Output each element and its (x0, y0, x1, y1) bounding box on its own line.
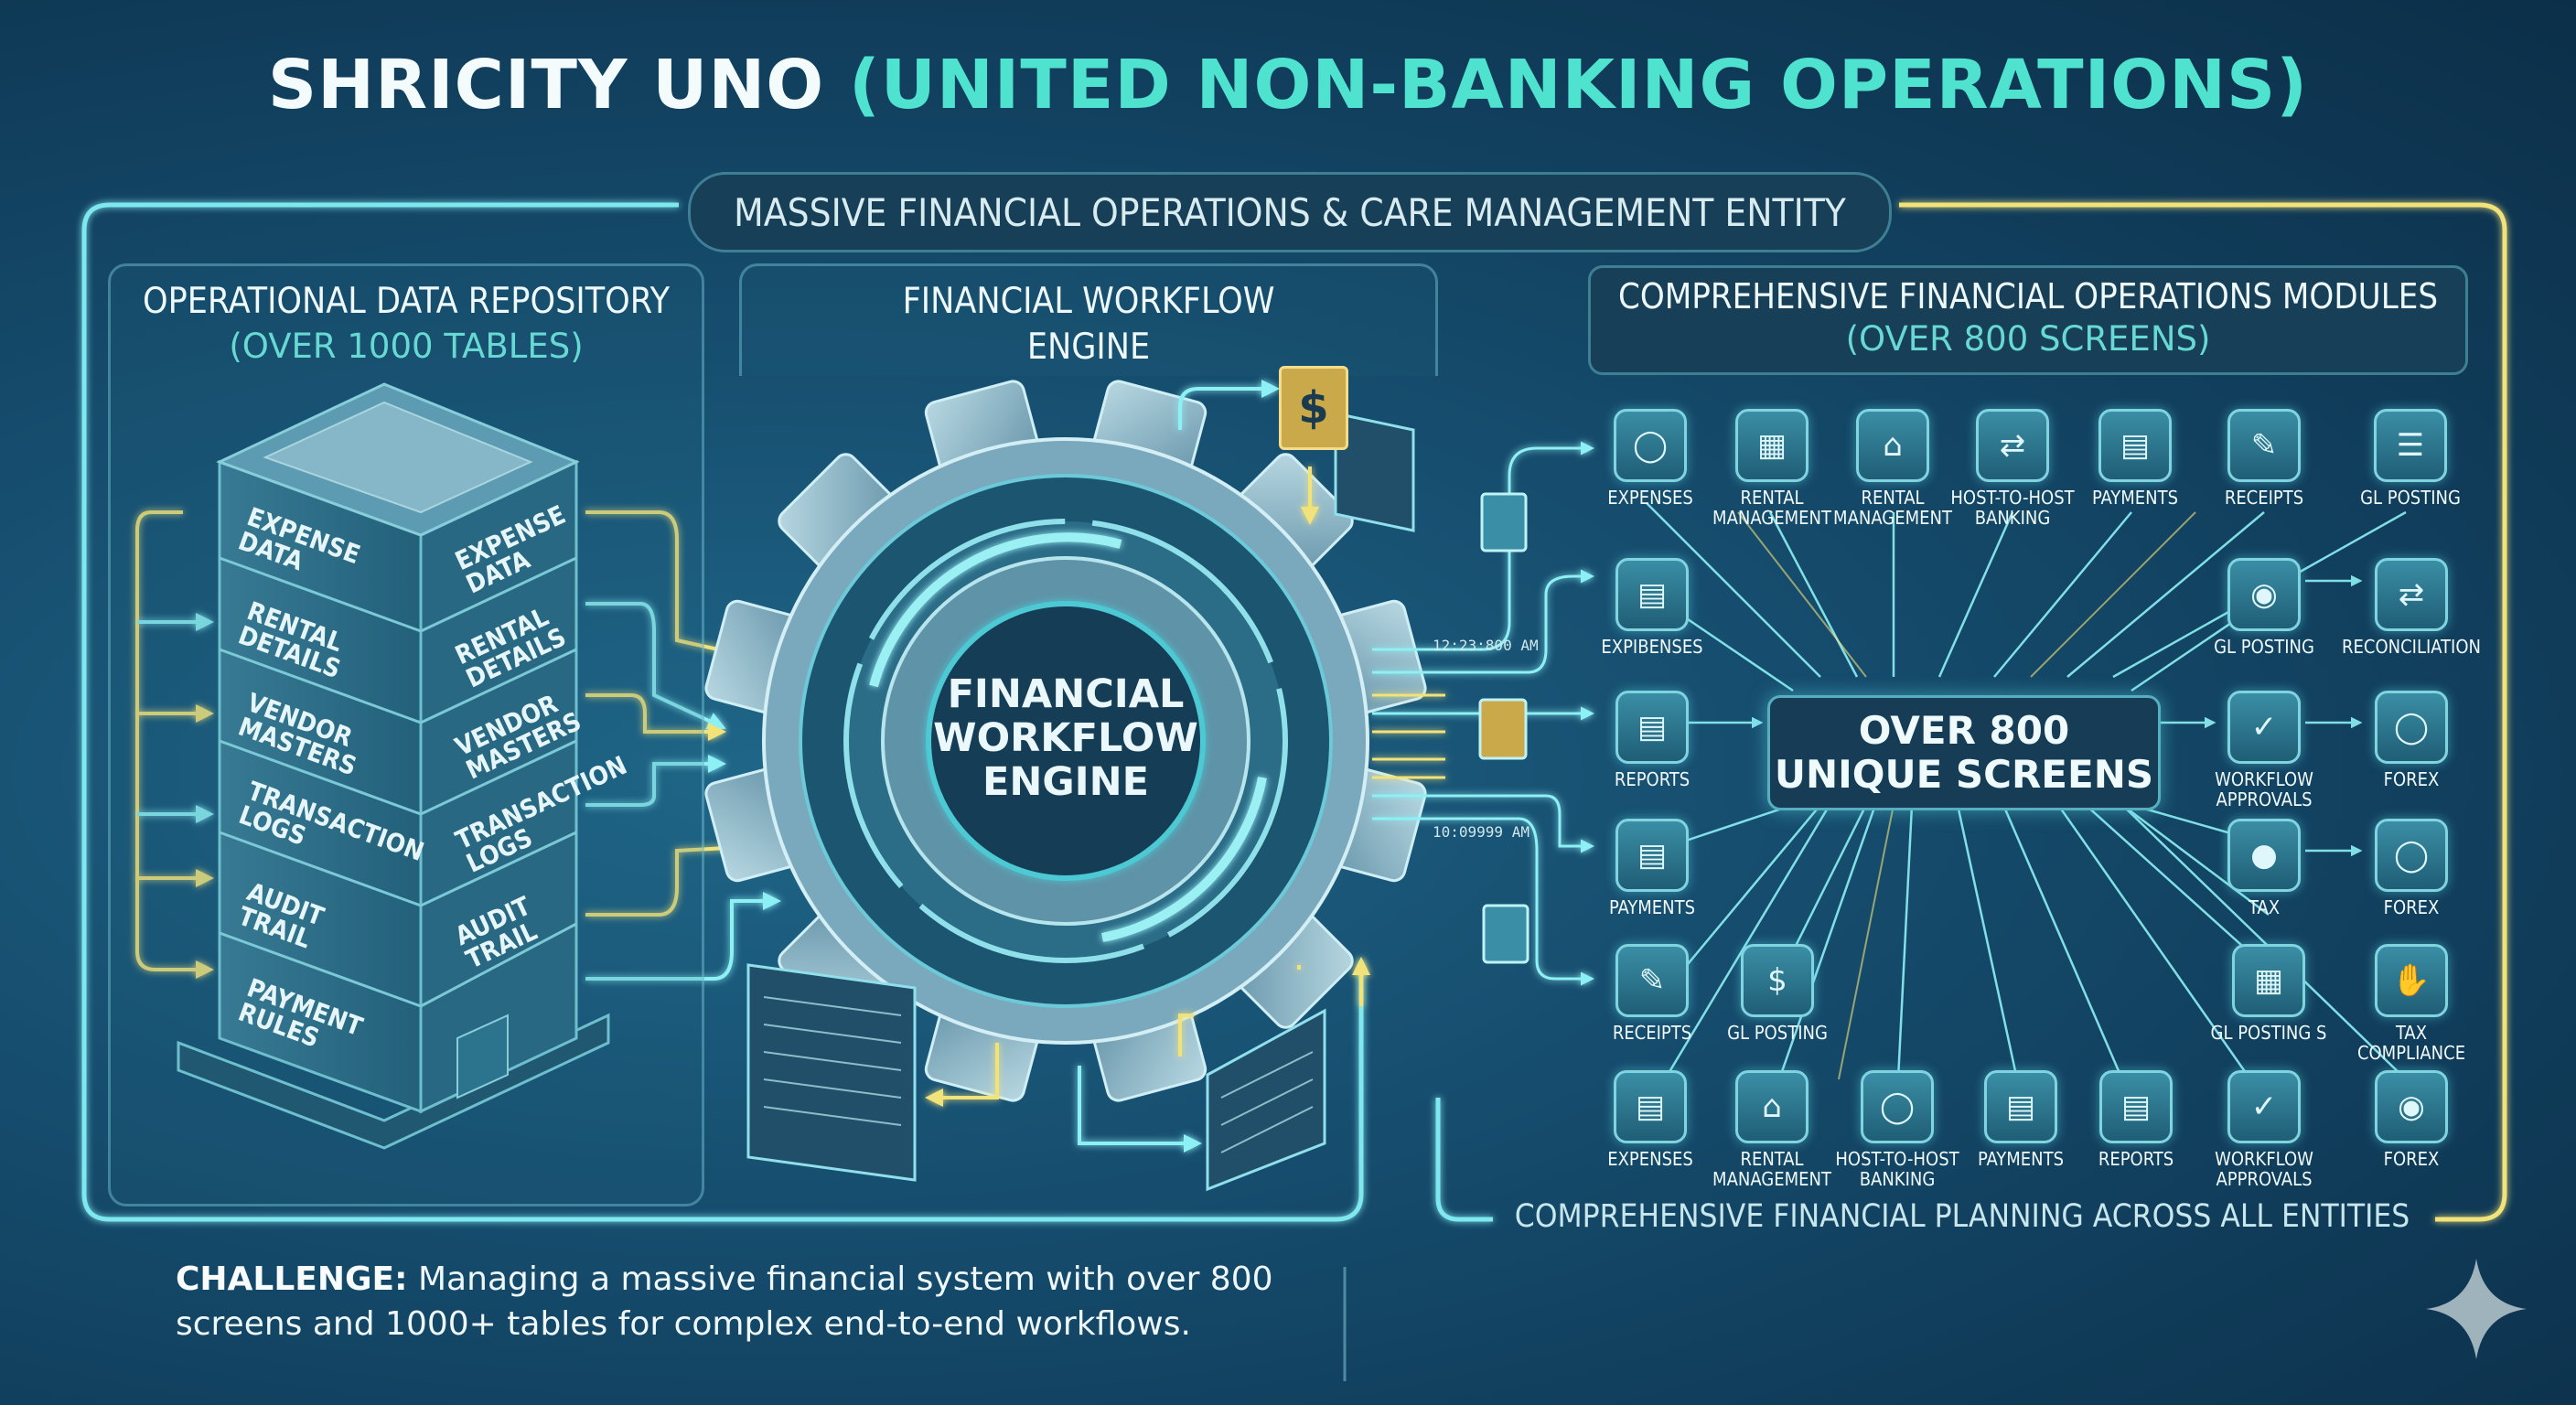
module-gl-posting-right-2[interactable]: ▦ GL POSTING S (2205, 944, 2333, 1043)
page-title: SHRICITY UNO (UNITED NON-BANKING OPERATI… (0, 46, 2576, 124)
repository-title: OPERATIONAL DATA REPOSITORY (142, 281, 671, 322)
module-payments[interactable]: ▤ PAYMENTS (2084, 409, 2186, 508)
module-expenses-bottom[interactable]: ▤ EXPENSES (1603, 1070, 1698, 1169)
module-reports-left[interactable]: ▤ REPORTS (1599, 691, 1705, 789)
module-workflow-approvals[interactable]: ✓ WORKFLOW APPROVALS (2205, 691, 2324, 810)
challenge-label: CHALLENGE: (176, 1260, 408, 1298)
hub-line2: UNIQUE SCREENS (1774, 752, 2154, 797)
bar-chart-icon: ▤ (2099, 1070, 2173, 1143)
module-gl-posting-right-1[interactable]: ◉ GL POSTING (2205, 558, 2324, 657)
banknote-icon: ▤ (2098, 409, 2172, 482)
gear-center-label: FINANCIAL WORKFLOW ENGINE (928, 672, 1203, 804)
timestamp-2: 10:09999 AM (1433, 823, 1530, 841)
calendar-icon: ▦ (2232, 944, 2305, 1017)
challenge-text: CHALLENGE: Managing a massive financial … (176, 1257, 1328, 1346)
module-expenses-left[interactable]: ▤ EXPIBENSES (1599, 558, 1705, 657)
currency-network-icon: ◉ (2375, 1070, 2448, 1143)
compliance-hand-icon: ✋ (2375, 944, 2448, 1017)
cash-icon: ▤ (1615, 819, 1689, 892)
module-rental-management-1[interactable]: ▦ RENTAL MANAGEMENT (1712, 409, 1831, 528)
module-workflow-approvals-bottom[interactable]: ✓ WORKFLOW APPROVALS (2205, 1070, 2324, 1189)
phone-payment-icon: ▤ (1984, 1070, 2057, 1143)
engine-title: FINANCIAL WORKFLOW ENGINE (902, 281, 1275, 368)
tax-icon: ● (2227, 819, 2301, 892)
module-host-to-host-banking-bottom[interactable]: ◯ HOST-TO-HOST BANKING (1833, 1070, 1961, 1189)
hub-line1: OVER 800 (1858, 708, 2070, 753)
ledger-dollar-icon: $ (1741, 944, 1814, 1017)
repository-subtitle: (OVER 1000 TABLES) (229, 327, 584, 366)
certificate-icon: ✎ (1615, 944, 1689, 1017)
module-expenses[interactable]: ◯ EXPENSES (1603, 409, 1698, 508)
module-host-to-host-banking[interactable]: ⇄ HOST-TO-HOST BANKING (1948, 409, 2077, 528)
modules-subtitle: (OVER 800 SCREENS) (1845, 319, 2211, 359)
module-rental-management-2[interactable]: ⌂ RENTAL MANAGEMENT (1833, 409, 1952, 528)
repository-panel: OPERATIONAL DATA REPOSITORY (OVER 1000 T… (108, 263, 704, 1207)
globe-icon: ◯ (2375, 819, 2448, 892)
document-icons (1478, 492, 1530, 964)
building-icon: ▦ (1735, 409, 1809, 482)
exchange-arrows-icon: ⇄ (1976, 409, 2049, 482)
gear-label-line1: FINANCIAL (947, 671, 1185, 717)
unique-screens-hub: OVER 800 UNIQUE SCREENS (1767, 695, 2161, 810)
module-payments-bottom[interactable]: ▤ PAYMENTS (1970, 1070, 2071, 1169)
module-payments-left[interactable]: ▤ PAYMENTS (1599, 819, 1705, 917)
module-reconciliation[interactable]: ⇄ RECONCILIATION (2338, 558, 2485, 657)
title-main: SHRICITY UNO (267, 46, 825, 124)
module-forex-1[interactable]: ◯ FOREX (2356, 691, 2466, 789)
module-forex-2[interactable]: ◯ FOREX (2356, 819, 2466, 917)
clipboard-check-icon: ✓ (2227, 1070, 2301, 1143)
data-tower (177, 382, 610, 1150)
house-dollar-icon: ⌂ (1735, 1070, 1809, 1143)
planning-caption: COMPREHENSIVE FINANCIAL PLANNING ACROSS … (1514, 1198, 2410, 1235)
modules-header: COMPREHENSIVE FINANCIAL OPERATIONS MODUL… (1588, 265, 2468, 375)
module-reports-bottom[interactable]: ▤ REPORTS (2086, 1070, 2186, 1169)
timestamp-1: 12:23:800 AM (1433, 637, 1539, 654)
network-icon: ◉ (2227, 558, 2301, 631)
challenge-body: Managing a massive financial system with… (176, 1260, 1273, 1343)
module-rental-management-bottom[interactable]: ⌂ RENTAL MANAGEMENT (1712, 1070, 1831, 1189)
expense-form-icon: ▤ (1615, 558, 1689, 631)
title-highlight: (UNITED NON-BANKING OPERATIONS) (848, 46, 2309, 124)
checkbox-icon: ✓ (2227, 691, 2301, 764)
module-receipts[interactable]: ✎ RECEIPTS (2214, 409, 2314, 508)
engine-panel: FINANCIAL WORKFLOW ENGINE (739, 263, 1438, 376)
module-gl-posting-mid[interactable]: $ GL POSTING (1720, 944, 1835, 1043)
globe-exchange-icon: ◯ (2375, 691, 2448, 764)
gear-label-line2: WORKFLOW (933, 715, 1198, 761)
gear-label-line3: ENGINE (982, 759, 1149, 805)
module-receipts-left[interactable]: ✎ RECEIPTS (1599, 944, 1705, 1043)
expense-card-icon: ▤ (1614, 1070, 1687, 1143)
report-chart-icon: ▤ (1615, 691, 1689, 764)
module-tax[interactable]: ● TAX (2205, 819, 2324, 917)
receipt-icon: ✎ (2227, 409, 2301, 482)
module-gl-posting-top[interactable]: ☰ GL POSTING (2351, 409, 2470, 508)
modules-title: COMPREHENSIVE FINANCIAL OPERATIONS MODUL… (1617, 276, 2439, 316)
house-icon: ⌂ (1856, 409, 1929, 482)
module-forex-bottom[interactable]: ◉ FOREX (2356, 1070, 2466, 1169)
sparkle-icon (2426, 1259, 2527, 1359)
reconcile-icon: ⇄ (2375, 558, 2448, 631)
globe-network-icon: ◯ (1861, 1070, 1934, 1143)
coins-icon: ◯ (1614, 409, 1687, 482)
module-tax-compliance[interactable]: ✋ TAX COMPLIANCE (2347, 944, 2475, 1063)
ledger-icon: ☰ (2374, 409, 2447, 482)
dollar-document-icon: $ (1279, 366, 1348, 450)
entity-subtitle: MASSIVE FINANCIAL OPERATIONS & CARE MANA… (688, 172, 1892, 252)
